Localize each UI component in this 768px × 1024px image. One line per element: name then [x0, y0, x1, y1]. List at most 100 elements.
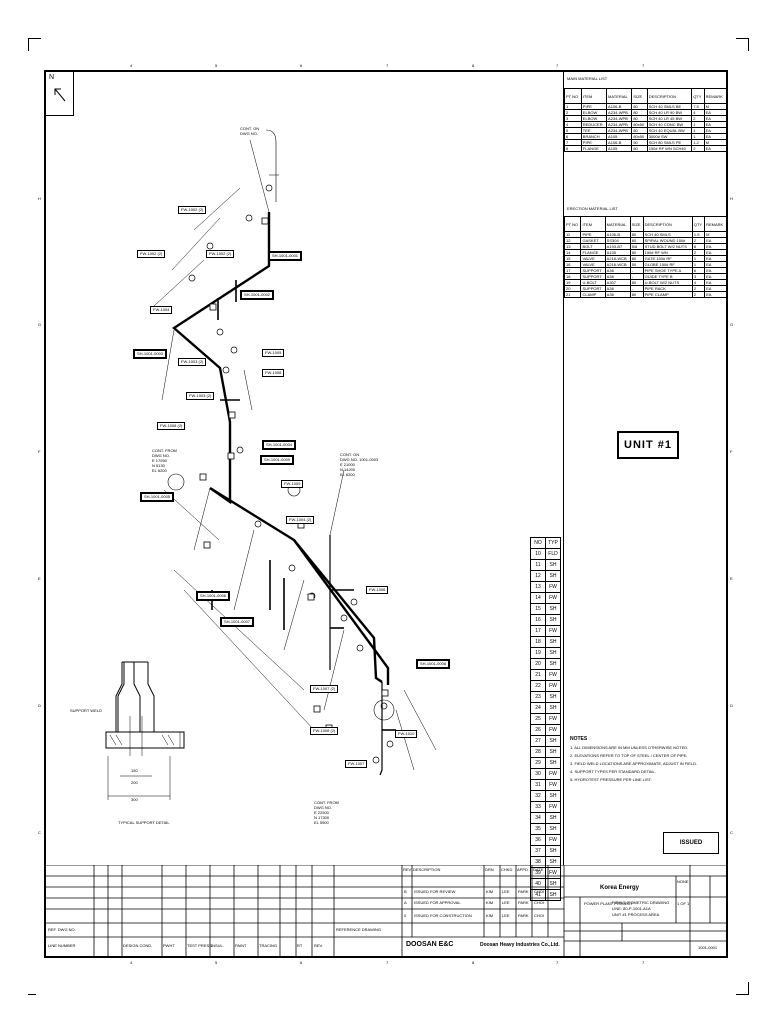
erl-header-cell: SIZE: [629, 216, 644, 232]
note-item: 1. ALL DIMENSIONS ARE IN MM UNLESS OTHER…: [570, 745, 689, 750]
rev-row-desc: ISSUED FOR APPROVAL: [414, 900, 461, 905]
weld-type-cell: SH: [545, 691, 561, 703]
zone-marker: C: [38, 830, 41, 835]
callout-label: FW-1004: [150, 306, 173, 314]
tag-box: SH-1001-0009: [260, 455, 295, 465]
zone-marker: G: [730, 322, 734, 327]
zone-marker: 8: [472, 960, 475, 965]
tag-box: SH-1001-0008: [416, 659, 451, 669]
crop-mark-bottom-right: [736, 982, 749, 995]
rev-row-drn: KIM: [486, 913, 494, 918]
mml-cell: FLANGE: [580, 145, 608, 152]
callout-label: FW-1006 (2): [310, 727, 339, 735]
weld-type-cell: SH: [545, 845, 561, 857]
note-item: 4. SUPPORT TYPES PER STANDARD DETAIL.: [570, 769, 656, 774]
rev-row-appd: PARK: [518, 889, 529, 894]
owner-logo: DOOSAN E&C: [406, 941, 454, 948]
connection-line: E 21000: [340, 462, 355, 467]
rev-row-desc: ISSUED FOR REVIEW: [414, 889, 456, 894]
callout-label: FW-1008 (2): [157, 422, 186, 430]
weld-type-cell: SH: [545, 746, 561, 758]
zone-marker: F: [730, 449, 733, 454]
zone-marker: 4: [130, 63, 133, 68]
weld-type-cell: FW: [545, 669, 561, 681]
drawing-title-line: PIPING ISOMETRIC DRAWING: [612, 900, 670, 905]
mml-header-cell: DESCRIPTION: [646, 88, 693, 104]
erl-header-cell: REMARK: [704, 216, 727, 232]
connection-line: N 17300: [314, 815, 330, 820]
connection-line: CONT. FROM: [152, 448, 177, 453]
erl-cell: 2: [691, 291, 706, 298]
zone-marker: 8: [472, 63, 475, 68]
erl-cell: SUPPORT: [580, 273, 606, 280]
connection-line: N 5130: [152, 463, 165, 468]
rev-header-date: DATE: [533, 867, 544, 872]
bottom-label: TEST PRESS.: [187, 943, 213, 948]
erl-cell: EA: [704, 291, 727, 298]
callout-label: FW-1004 (2): [286, 516, 315, 524]
notes-block: NOTES 1. ALL DIMENSIONS ARE IN MM UNLESS…: [570, 736, 720, 782]
callout-label: FW-1010: [395, 730, 418, 738]
tag-box: SH-1001-0007: [220, 617, 255, 627]
erl-header-cell: QTY: [691, 216, 706, 232]
zone-marker: F: [38, 449, 41, 454]
erl-cell: SPIRAL WOUND 150#: [642, 237, 693, 244]
zone-marker: D: [38, 703, 41, 708]
zone-marker: G: [38, 322, 42, 327]
detail-dim-small: 150: [131, 768, 138, 773]
rev-header-drn: DRN: [485, 867, 494, 872]
weld-type-cell: SH: [545, 790, 561, 802]
zone-marker: 6: [300, 63, 303, 68]
mml-header-cell: ITEM: [580, 88, 608, 104]
weld-type-cell: 15: [530, 603, 546, 615]
project-name: POWER PLANT PROJECT: [584, 901, 633, 906]
bottom-label: PWHT: [163, 943, 175, 948]
support-detail-caption: TYPICAL SUPPORT DETAIL: [118, 820, 170, 825]
weld-type-cell: 25: [530, 713, 546, 725]
weld-type-header-cell: NO: [530, 537, 546, 549]
weld-type-cell: 14: [530, 592, 546, 604]
connection-note: CONT. ON DWG NO.: [240, 126, 259, 136]
connection-line: CONT. FROM: [314, 800, 339, 805]
north-arrow: N: [44, 70, 74, 116]
weld-type-cell: 36: [530, 834, 546, 846]
erl-cell: SUPPORT: [580, 267, 606, 274]
crop-mark-top-right: [736, 38, 749, 51]
weld-type-cell: 12: [530, 570, 546, 582]
approval-stamp: ISSUED: [663, 832, 719, 854]
main-material-title: MAIN MATERIAL LIST: [567, 76, 608, 81]
weld-type-cell: FW: [545, 713, 561, 725]
weld-type-cell: 13: [530, 581, 546, 593]
rev-row-date: CHOI: [534, 900, 544, 905]
weld-type-header-cell: TYP: [545, 537, 561, 549]
weld-type-cell: 21: [530, 669, 546, 681]
connection-line: DWG NO.: [152, 453, 170, 458]
zone-marker: 7: [642, 63, 645, 68]
bottom-label: REV.: [314, 943, 323, 948]
callout-label: FW-1006: [366, 586, 389, 594]
callout-label: FW-1009: [281, 480, 304, 488]
connection-line: DWG NO.: [314, 805, 332, 810]
zone-marker: 7: [556, 63, 559, 68]
title-block-grid: [44, 865, 728, 958]
zone-marker: 5: [215, 960, 218, 965]
weld-type-cell: FW: [545, 834, 561, 846]
bottom-label: RT: [297, 943, 303, 948]
title-block: DESCRIPTION REV DRN CHKD APPD DATE B ISS…: [44, 865, 728, 958]
